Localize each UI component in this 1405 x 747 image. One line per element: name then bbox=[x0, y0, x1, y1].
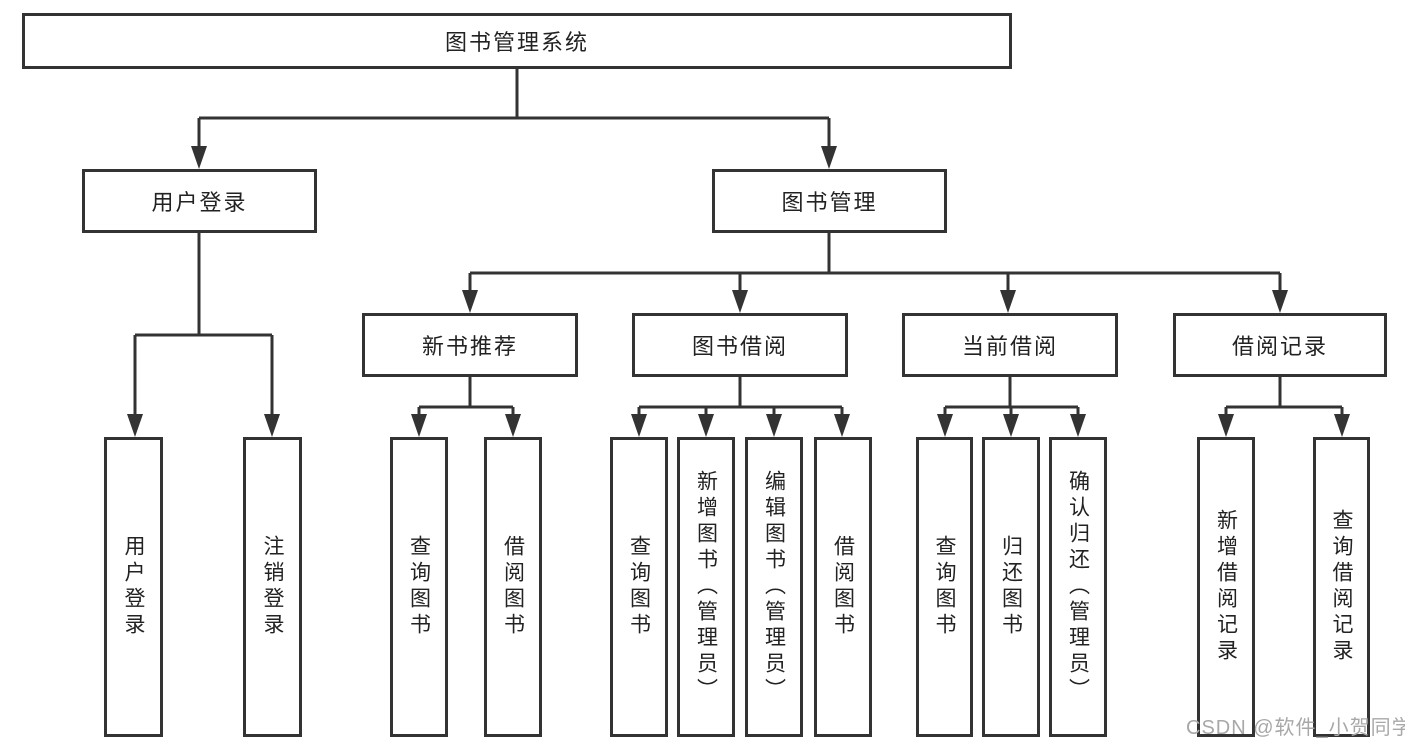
csdn-watermark: CSDN @软件_小贺同学 bbox=[1186, 717, 1405, 739]
leaf-borrow-books-2: 借阅图书 bbox=[814, 437, 872, 737]
node-book-management: 图书管理 bbox=[712, 169, 947, 233]
leaf-logout: 注销登录 bbox=[243, 437, 302, 737]
leaf-query-books-2: 查询图书 bbox=[610, 437, 668, 737]
node-current-borrowing: 当前借阅 bbox=[902, 313, 1118, 377]
leaf-query-books-3: 查询图书 bbox=[916, 437, 973, 737]
node-borrow-records: 借阅记录 bbox=[1173, 313, 1387, 377]
leaf-add-books-admin: 新增图书（管理员） bbox=[677, 437, 735, 737]
node-new-book-recommend: 新书推荐 bbox=[362, 313, 578, 377]
leaf-query-books-1: 查询图书 bbox=[390, 437, 448, 737]
leaf-borrow-books-1: 借阅图书 bbox=[484, 437, 542, 737]
node-root-library-system: 图书管理系统 bbox=[22, 13, 1012, 69]
node-book-borrowing: 图书借阅 bbox=[632, 313, 848, 377]
leaf-user-login: 用户登录 bbox=[104, 437, 163, 737]
node-user-login: 用户登录 bbox=[82, 169, 317, 233]
leaf-return-books: 归还图书 bbox=[982, 437, 1040, 737]
leaf-query-borrow-record: 查询借阅记录 bbox=[1313, 437, 1370, 737]
leaf-edit-books-admin: 编辑图书（管理员） bbox=[745, 437, 803, 737]
leaf-confirm-return-admin: 确认归还（管理员） bbox=[1049, 437, 1107, 737]
leaf-add-borrow-record: 新增借阅记录 bbox=[1197, 437, 1255, 737]
